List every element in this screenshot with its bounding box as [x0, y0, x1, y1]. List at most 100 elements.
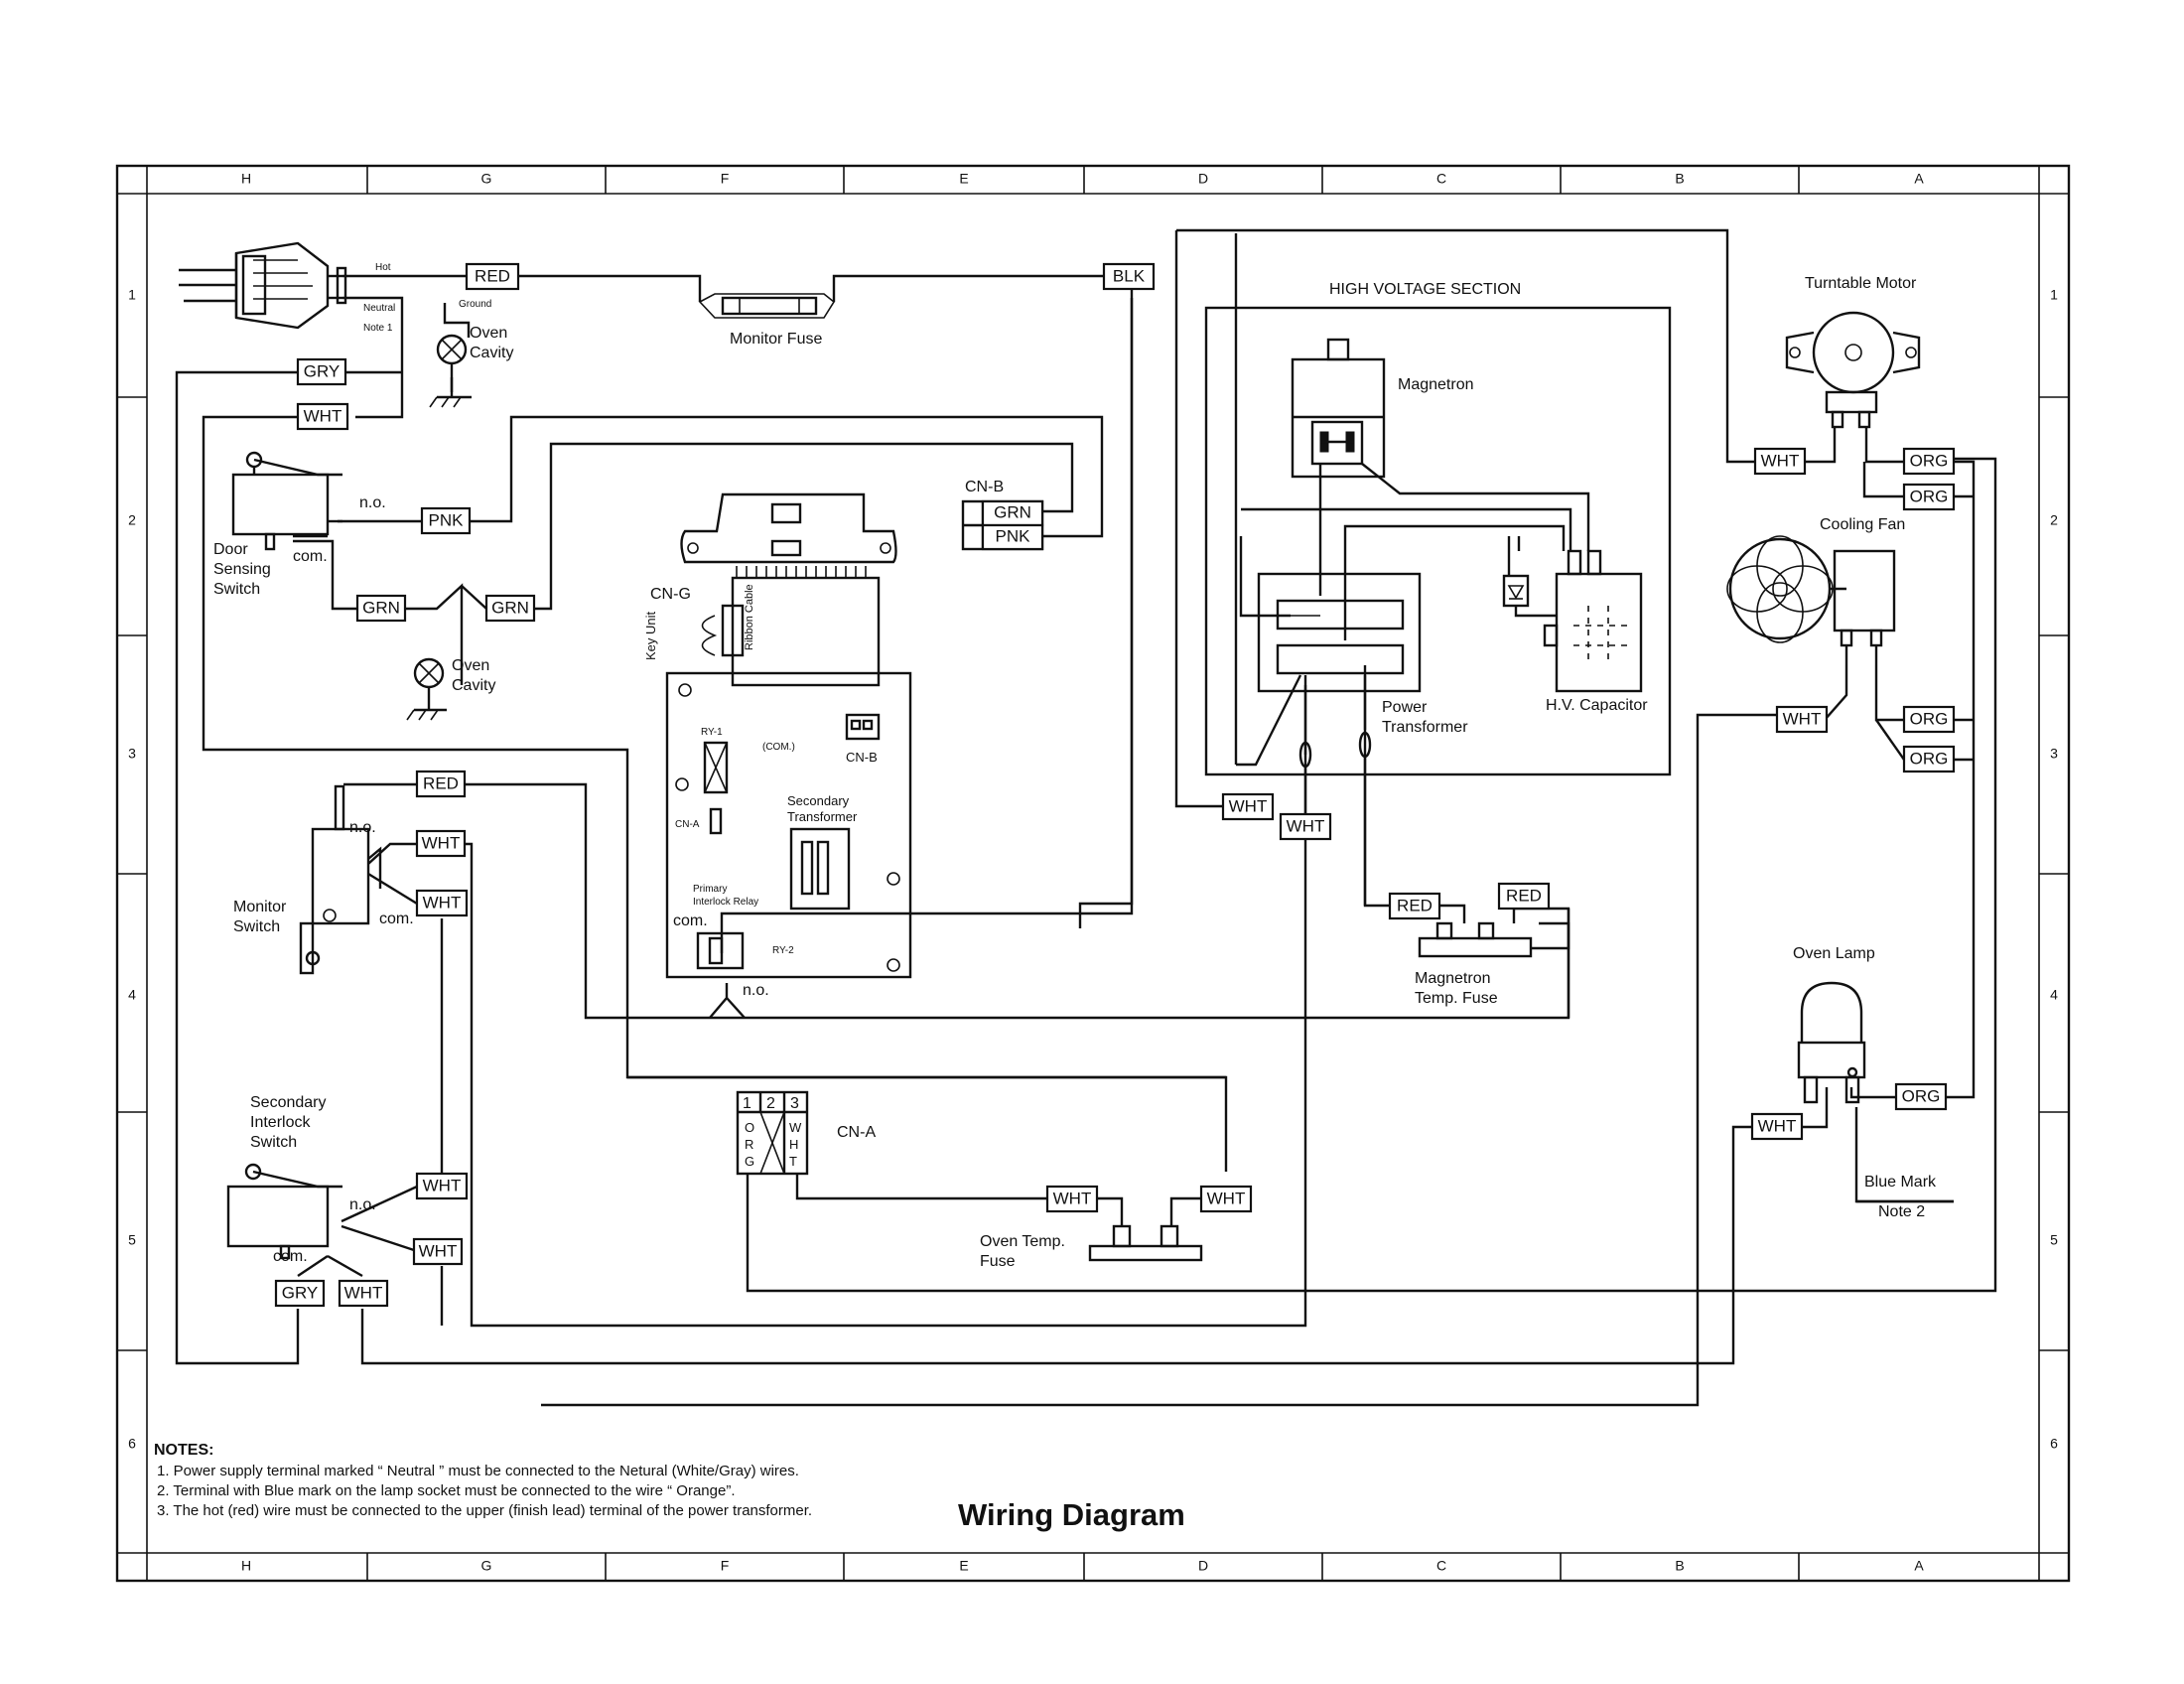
cn-a-wht: T [789, 1154, 797, 1169]
grid-row-label: 3 [128, 746, 136, 762]
oven-temp-fuse-label: Oven Temp. [980, 1233, 1065, 1250]
grid-column-labels-top: H G F E D C B A [241, 171, 1924, 187]
hv-capacitor-label: H.V. Capacitor [1546, 697, 1648, 714]
cn-a-pin: 3 [790, 1095, 799, 1112]
grid-col-label: D [1198, 1558, 1208, 1574]
relay-com-label: com. [673, 912, 708, 929]
com-label: com. [293, 548, 328, 565]
monitor-no-label: n.o. [349, 819, 376, 836]
note-item: 1. Power supply terminal marked “ Neutra… [157, 1463, 799, 1479]
cn-a-org: G [745, 1154, 754, 1169]
grid-column-labels-bottom: H G F E D C B A [241, 1558, 1924, 1574]
grid-row-label: 1 [2050, 287, 2058, 303]
wire-label: WHT [1761, 451, 1800, 470]
control-board [665, 492, 912, 979]
grid-col-label: F [721, 1558, 730, 1574]
ry2-label: RY-2 [772, 945, 794, 956]
relay-no-label: n.o. [743, 982, 769, 999]
grid-col-label: A [1914, 171, 1924, 187]
wire-label: WHT [423, 1176, 462, 1194]
neutral-label: Neutral [363, 303, 395, 314]
blue-mark-label: Blue Mark [1864, 1174, 1937, 1191]
hot-label: Hot [375, 262, 391, 273]
cn-a-label: CN-A [837, 1124, 876, 1141]
grid-col-label: B [1675, 171, 1684, 187]
grid-row-label: 3 [2050, 746, 2058, 762]
grid-row-label: 5 [128, 1232, 136, 1248]
key-unit-label: Key Unit [643, 611, 658, 660]
grid-col-label: G [481, 1558, 492, 1574]
grid-col-label: F [721, 171, 730, 187]
cooling-fan [1726, 535, 1896, 665]
notes: NOTES: 1. Power supply terminal marked “… [154, 1442, 812, 1519]
magnetron-temp-fuse-label: Magnetron [1415, 970, 1491, 987]
wire-label: WHT [419, 1241, 458, 1260]
wire-label: PNK [996, 526, 1031, 545]
grid-row-label: 2 [128, 512, 136, 528]
wiring [175, 228, 1997, 1407]
no-label: n.o. [359, 494, 386, 511]
monitor-fuse [698, 293, 836, 319]
note2-label: Note 2 [1878, 1203, 1925, 1220]
monitor-switch-label-2: Switch [233, 918, 280, 935]
cn-a-board-label: CN-A [675, 819, 700, 830]
grid-row-label: 4 [2050, 987, 2058, 1003]
secondary-interlock-label-2: Interlock [250, 1114, 311, 1131]
monitor-fuse-label: Monitor Fuse [730, 331, 822, 348]
grid-row-label: 4 [128, 987, 136, 1003]
monitor-switch-label: Monitor [233, 899, 287, 915]
wire-label: WHT [344, 1283, 383, 1302]
wire-label: ORG [1910, 709, 1949, 728]
turntable-motor-label: Turntable Motor [1805, 275, 1917, 292]
sec-no-label: n.o. [349, 1196, 376, 1213]
cn-b-board-label: CN-B [846, 750, 878, 765]
wire-label: RED [475, 266, 510, 285]
primary-interlock-relay-label: Primary [693, 884, 727, 895]
oven-lamp [1797, 981, 1866, 1104]
turntable-motor [1785, 311, 1921, 429]
grid-col-label: E [959, 171, 968, 187]
door-sensing-switch [231, 451, 342, 551]
secondary-interlock-label: Secondary [250, 1094, 327, 1111]
cn-a-pin: 1 [743, 1095, 751, 1112]
door-sensing-switch-label-2: Sensing [213, 561, 271, 578]
monitor-com-label: com. [379, 911, 414, 927]
oven-cavity-ground-2 [406, 657, 447, 721]
monitor-switch [299, 784, 382, 975]
secondary-transformer-label-2: Transformer [787, 809, 858, 824]
wire-label: RED [1506, 886, 1542, 905]
wire-labels: RED BLK GRY WHT PNK GRN GRN GRN PNK RED … [274, 262, 1956, 1308]
power-transformer-label: Power [1382, 699, 1428, 716]
cn-a-org: R [745, 1137, 753, 1152]
wire-label: GRY [282, 1283, 319, 1302]
grid-col-label: H [241, 171, 251, 187]
grid-row-label: 6 [2050, 1436, 2058, 1452]
cn-b-label: CN-B [965, 479, 1004, 495]
power-transformer-label-2: Transformer [1382, 719, 1468, 736]
grid-col-label: C [1436, 171, 1446, 187]
wire-label: WHT [423, 893, 462, 912]
ribbon-cable-label: Ribbon Cable [744, 584, 755, 650]
grid-row-label: 2 [2050, 512, 2058, 528]
wire-label: PNK [429, 510, 465, 529]
power-plug [179, 241, 347, 330]
door-sensing-switch-label-3: Switch [213, 581, 260, 598]
ground-label: Ground [459, 299, 491, 310]
note1-label: Note 1 [363, 323, 393, 334]
oven-cavity-label-1b: Cavity [470, 345, 513, 361]
grid-col-label: H [241, 1558, 251, 1574]
ry1-label: RY-1 [701, 727, 723, 738]
magnetron-label: Magnetron [1398, 376, 1474, 393]
hv-section-label: HIGH VOLTAGE SECTION [1329, 281, 1521, 298]
drawing-frame [115, 164, 2071, 1583]
magnetron-temp-fuse [1418, 921, 1533, 958]
oven-cavity-label-2: Oven [452, 657, 489, 674]
diagram-title: Wiring Diagram [958, 1497, 1185, 1532]
cn-a-pin: 2 [766, 1095, 775, 1112]
oven-temp-fuse [1088, 1224, 1203, 1262]
oven-lamp-label: Oven Lamp [1793, 945, 1875, 962]
wire-label: RED [1397, 896, 1433, 914]
grid-row-label: 1 [128, 287, 136, 303]
magnetron-temp-fuse-label-2: Temp. Fuse [1415, 990, 1498, 1007]
